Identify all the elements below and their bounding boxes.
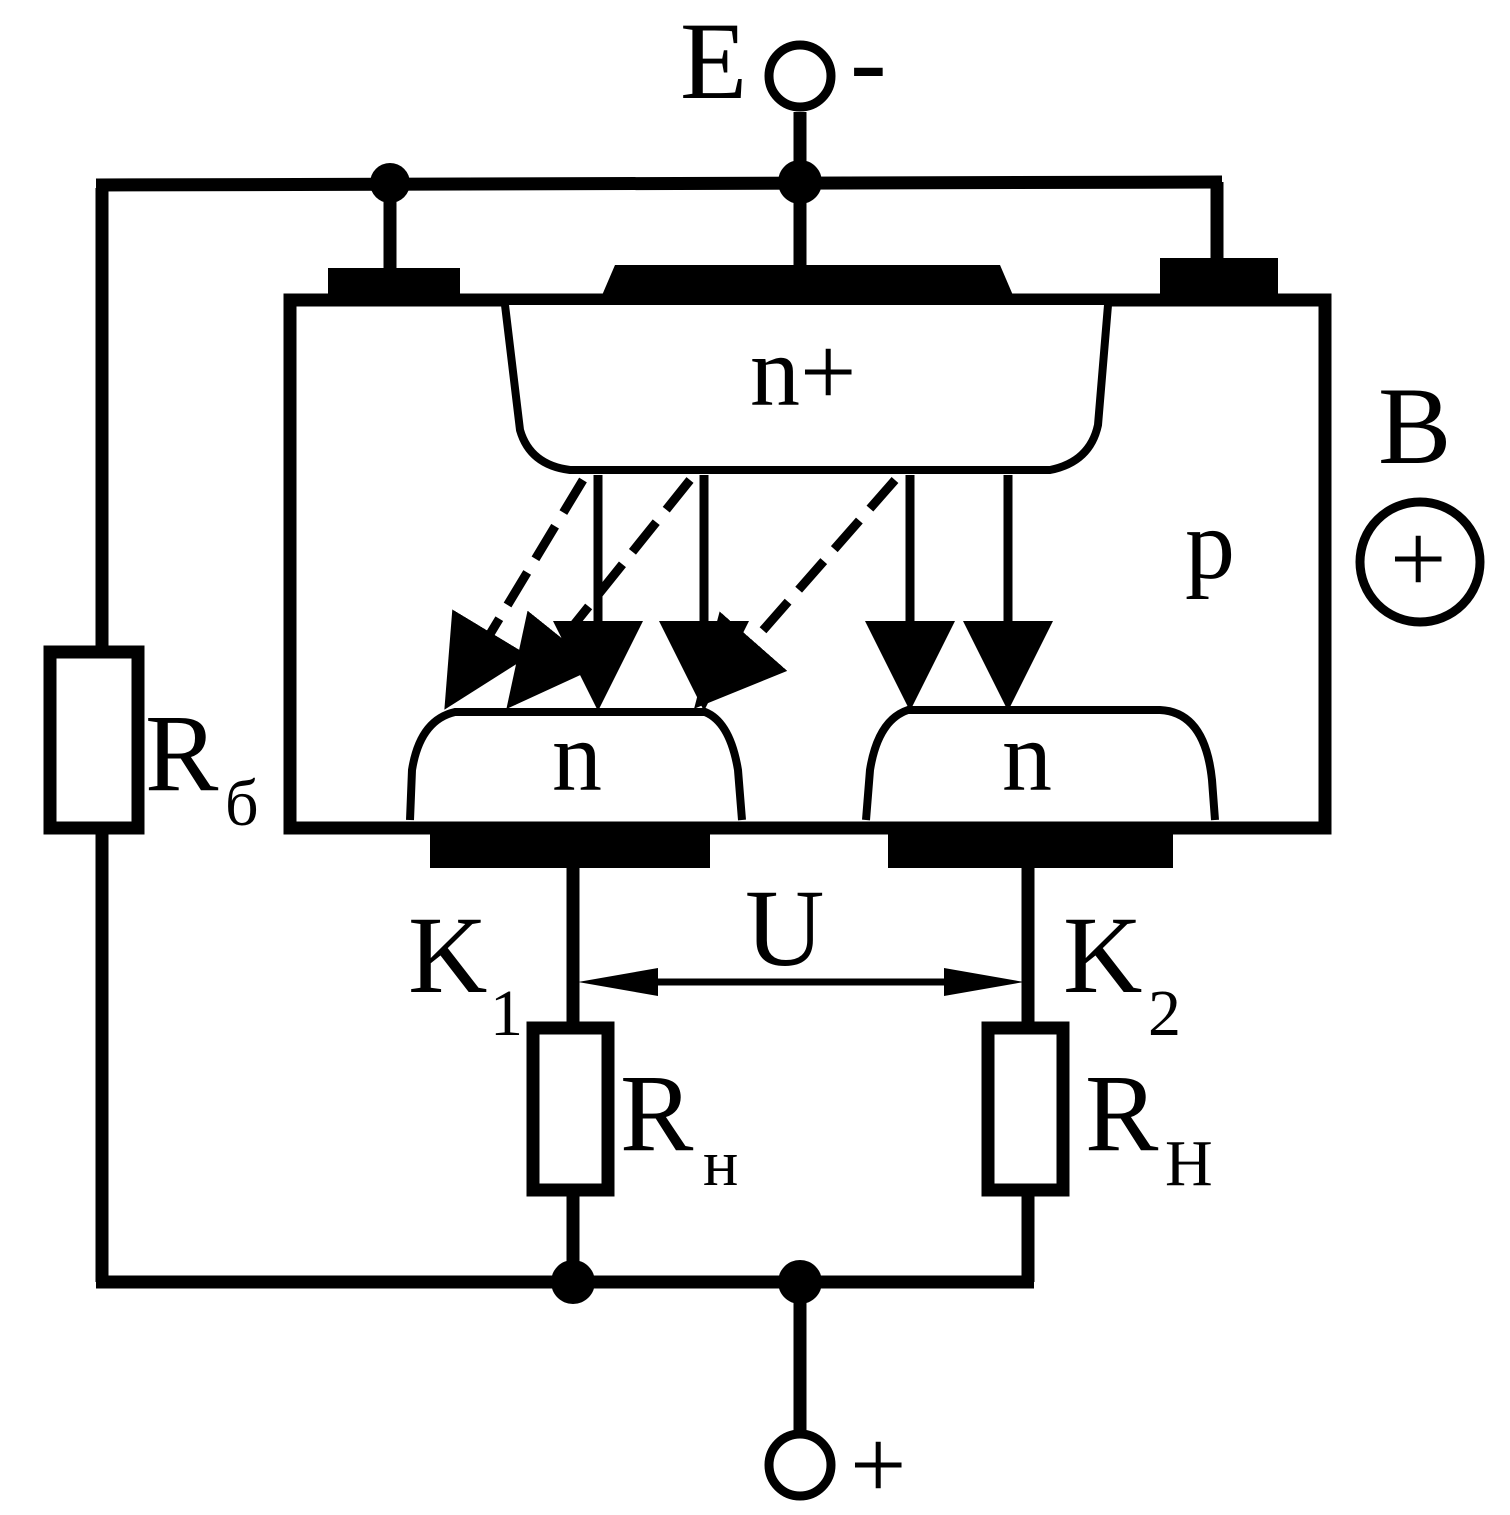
collector-1-label: K — [408, 894, 487, 1016]
emitter-minus-sign: - — [850, 0, 887, 122]
collector-2-subscript: 2 — [1148, 977, 1181, 1050]
n-region-left — [406, 708, 746, 821]
collector-1-subscript: 1 — [490, 977, 523, 1050]
voltage-arrow-head-left — [578, 968, 658, 996]
collector-contact-right — [888, 828, 1173, 868]
junction-bottom-left — [551, 1260, 595, 1304]
resistor-base — [43, 645, 145, 835]
emitter-contact — [600, 265, 1015, 300]
voltage-label: U — [745, 867, 824, 989]
base-contact-right — [1160, 258, 1278, 300]
positive-terminal-sign: + — [850, 1409, 906, 1515]
emitter-terminal-circle — [764, 40, 836, 112]
n-plus-region — [501, 304, 1112, 474]
flow-arrow-dashed-1 — [444, 477, 587, 710]
collector-contact-left — [430, 828, 710, 868]
resistor-base-subscript: б — [225, 767, 259, 840]
base-circle-plus: + — [1390, 503, 1446, 614]
load-left-subscript: н — [703, 1127, 738, 1200]
n-plus-label: n+ — [750, 316, 856, 427]
flow-arrow-dashed-3 — [694, 477, 899, 709]
base-plus-circle — [1355, 497, 1485, 627]
positive-terminal-circle — [764, 1429, 836, 1501]
junction-top-center — [778, 160, 822, 204]
load-right-subscript: H — [1165, 1127, 1213, 1200]
emitter-label: E — [680, 0, 747, 122]
load-left-label: R — [620, 1052, 694, 1174]
collector-2-label: K — [1063, 894, 1142, 1016]
top-rail — [95, 175, 1223, 192]
load-resistor-left — [526, 1021, 615, 1197]
load-right-label: R — [1085, 1052, 1159, 1174]
voltage-arrow-head-right — [944, 968, 1024, 996]
n-region-right — [862, 706, 1219, 821]
resistor-base-label: R — [145, 692, 219, 814]
flow-arrow-dashed-2 — [506, 477, 694, 710]
base-contact-left — [328, 268, 460, 300]
load-resistor-right — [981, 1021, 1070, 1197]
junction-top-left — [370, 163, 410, 203]
p-region-label: p — [1185, 489, 1235, 600]
n-region-left-label: n — [552, 701, 602, 812]
base-label: B — [1378, 365, 1451, 487]
n-region-right-label: n — [1002, 701, 1052, 812]
